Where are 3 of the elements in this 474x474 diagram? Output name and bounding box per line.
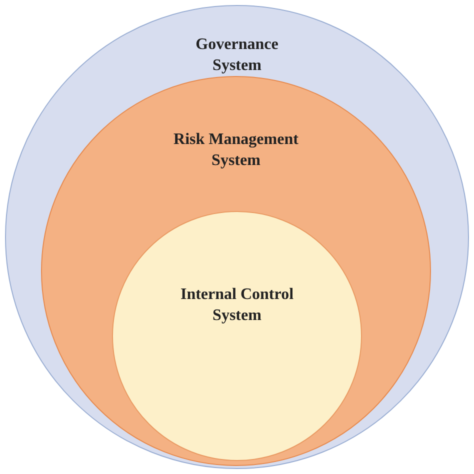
- circle-label: Governance System: [194, 35, 280, 76]
- circle-label: Risk Management System: [172, 130, 300, 171]
- circle-label: Internal Control System: [179, 285, 295, 326]
